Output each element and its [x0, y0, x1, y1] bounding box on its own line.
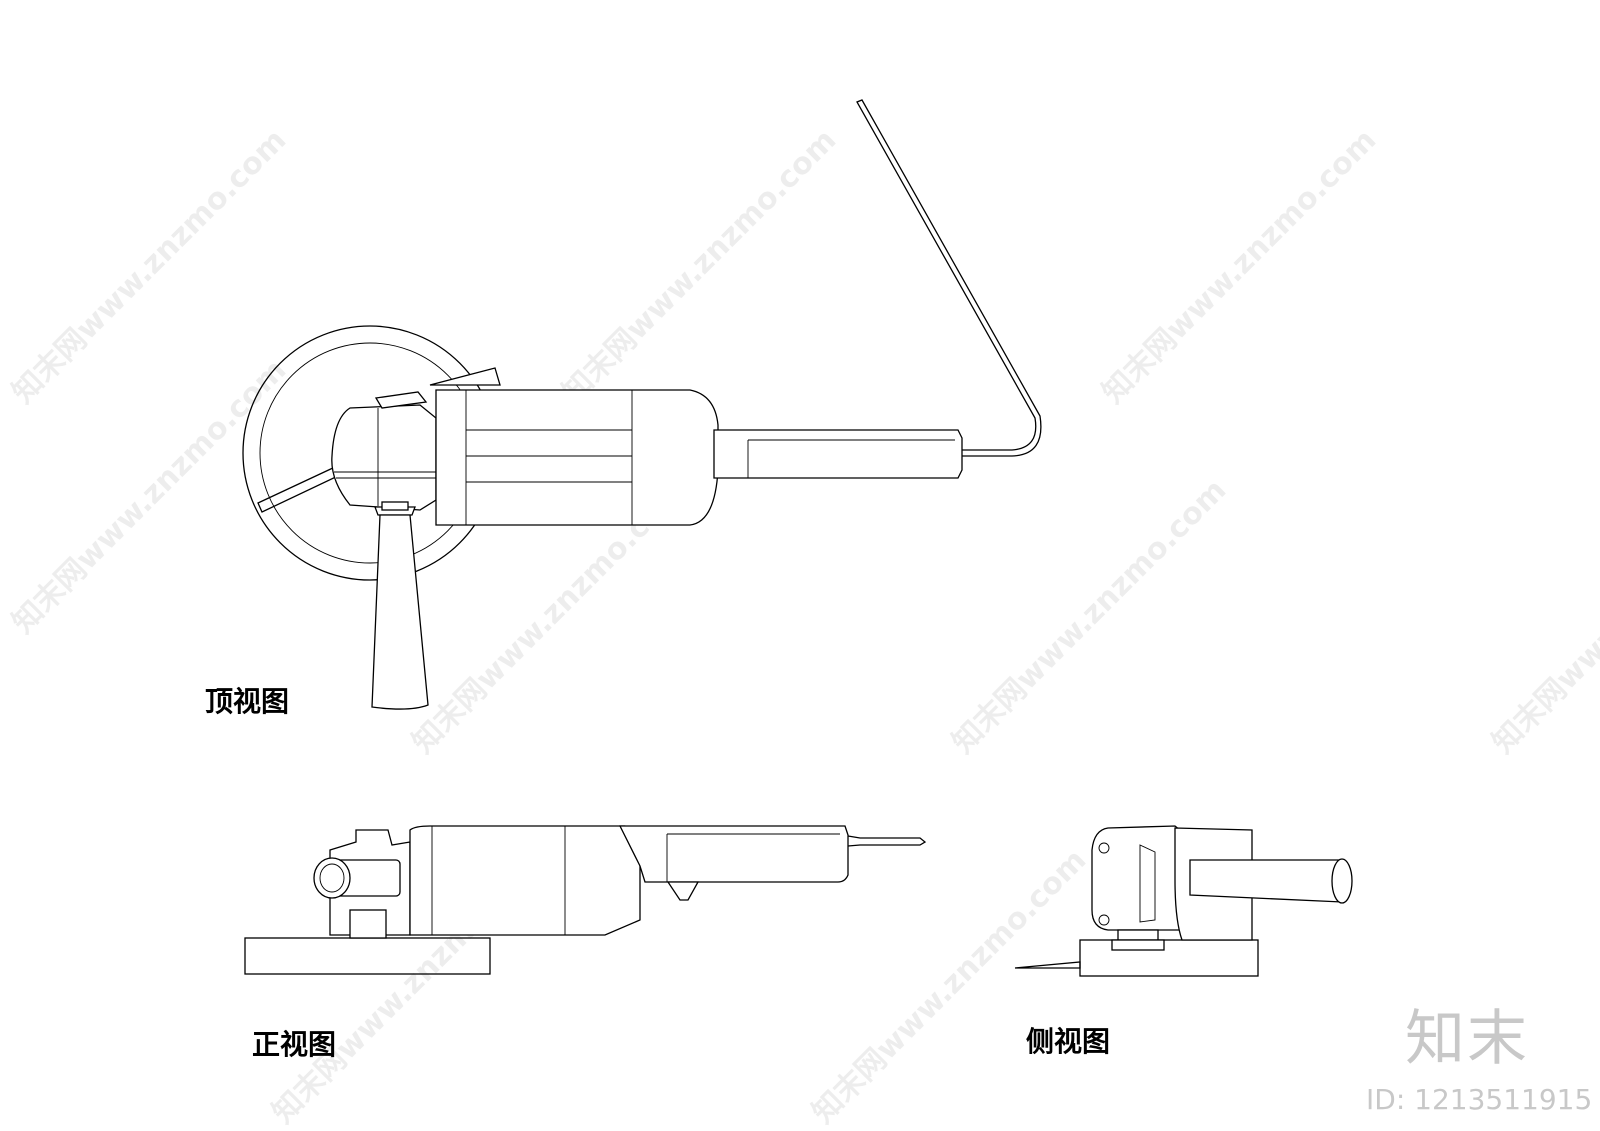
guard-edge — [257, 466, 341, 513]
power-cord — [856, 99, 1042, 457]
top-view-label: 顶视图 — [205, 685, 290, 718]
brand-logo: 知末 — [1405, 1004, 1529, 1074]
front-view-label: 正视图 — [252, 1028, 337, 1061]
motor-housing — [409, 825, 641, 936]
side-handle-end — [313, 857, 351, 899]
spindle-lock — [374, 391, 428, 409]
top-view-drawing — [242, 99, 1042, 710]
gear-head — [331, 404, 437, 511]
front-view-drawing — [244, 825, 927, 975]
side-handle — [1189, 859, 1343, 903]
side-handle — [371, 514, 429, 710]
side-view-drawing — [1014, 825, 1353, 977]
rear-handle — [618, 825, 849, 883]
disc-profile — [1079, 939, 1259, 977]
gear-head — [1091, 825, 1191, 931]
side-view-label: 侧视图 — [1026, 1025, 1111, 1058]
image-id: ID: 1213511915 — [1366, 1083, 1593, 1116]
motor-housing — [435, 389, 719, 526]
rear-handle — [713, 429, 963, 479]
disc-profile — [244, 937, 491, 975]
